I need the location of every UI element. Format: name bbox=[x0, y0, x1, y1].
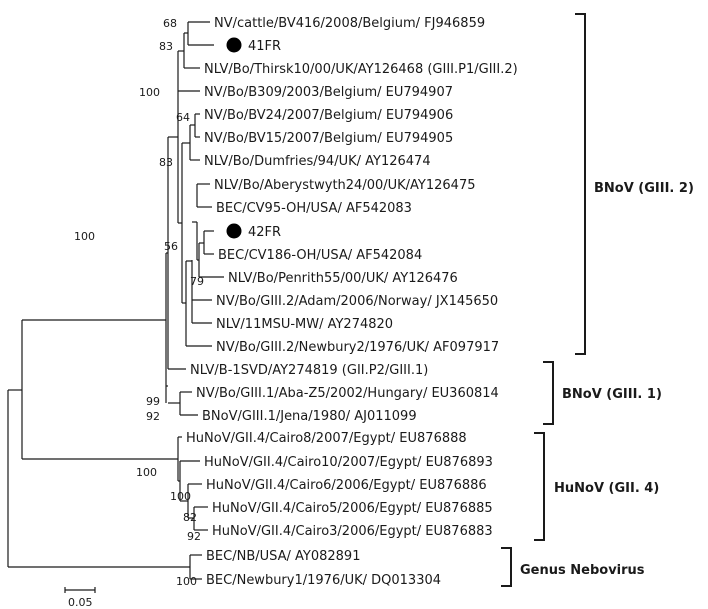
taxon-label: HuNoV/GII.4/Cairo8/2007/Egypt/ EU876888 bbox=[186, 431, 467, 446]
taxon-label: BEC/CV186-OH/USA/ AF542084 bbox=[218, 248, 422, 263]
taxon-label: HuNoV/GII.4/Cairo5/2006/Egypt/ EU876885 bbox=[212, 501, 493, 516]
sample-marker-icon bbox=[226, 37, 242, 53]
group-brackets: BNoV (GIII. 2) BNoV (GIII. 1) HuNoV (GII. … bbox=[501, 13, 694, 587]
bootstrap-labels: 68 83 100 64 83 56 79 100 99 92 100 100 82 92 100 bbox=[74, 17, 204, 588]
bootstrap-value: 83 bbox=[159, 40, 173, 53]
group-bracket bbox=[575, 13, 586, 355]
taxon-label: NLV/Bo/Thirsk10/00/UK/AY126468 (GIII.P1/… bbox=[204, 62, 518, 77]
taxon-label: HuNoV/GII.4/Cairo10/2007/Egypt/ EU876893 bbox=[204, 455, 493, 470]
taxon-label: 42FR bbox=[248, 225, 281, 240]
group-bracket bbox=[543, 361, 554, 425]
group-label: Genus Nebovirus bbox=[520, 563, 645, 578]
taxon-label: HuNoV/GII.4/Cairo3/2006/Egypt/ EU876883 bbox=[212, 524, 493, 539]
bootstrap-value: 64 bbox=[176, 111, 190, 124]
taxon-label: BEC/CV95-OH/USA/ AF542083 bbox=[216, 201, 412, 216]
sample-marker-icon bbox=[226, 223, 242, 239]
taxon-label: NV/Bo/GIII.2/Adam/2006/Norway/ JX145650 bbox=[216, 294, 498, 309]
bootstrap-value: 79 bbox=[190, 275, 204, 288]
bootstrap-value: 100 bbox=[74, 230, 95, 243]
bootstrap-value: 82 bbox=[183, 511, 197, 524]
taxon-label: BEC/Newbury1/1976/UK/ DQ013304 bbox=[206, 573, 441, 588]
group-bracket bbox=[534, 432, 545, 541]
bootstrap-value: 56 bbox=[164, 240, 178, 253]
taxon-label: NLV/B-1SVD/AY274819 (GII.P2/GIII.1) bbox=[190, 363, 428, 378]
taxon-labels: NV/cattle/BV416/2008/Belgium/ FJ946859 41… bbox=[186, 16, 518, 588]
taxon-label: NLV/Bo/Dumfries/94/UK/ AY126474 bbox=[204, 154, 431, 169]
taxon-label: NLV/Bo/Penrith55/00/UK/ AY126476 bbox=[228, 271, 458, 286]
bootstrap-value: 99 bbox=[146, 395, 160, 408]
bootstrap-value: 100 bbox=[139, 86, 160, 99]
scale-bar: 0.05 bbox=[64, 587, 96, 609]
taxon-label: NV/Bo/B309/2003/Belgium/ EU794907 bbox=[204, 85, 453, 100]
bootstrap-value: 92 bbox=[187, 530, 201, 543]
sample-markers bbox=[226, 37, 242, 239]
taxon-label: BEC/NB/USA/ AY082891 bbox=[206, 549, 360, 564]
taxon-label: NV/Bo/BV24/2007/Belgium/ EU794906 bbox=[204, 108, 453, 123]
bootstrap-value: 100 bbox=[176, 575, 197, 588]
scale-bar-line bbox=[64, 587, 96, 593]
group-bracket bbox=[501, 547, 512, 587]
tree-branches bbox=[7, 21, 224, 580]
bootstrap-value: 92 bbox=[146, 410, 160, 423]
taxon-label: NLV/Bo/Aberystwyth24/00/UK/AY126475 bbox=[214, 178, 476, 193]
group-label: BNoV (GIII. 2) bbox=[594, 181, 694, 196]
bootstrap-value: 100 bbox=[170, 490, 191, 503]
taxon-label: NV/Bo/GIII.1/Aba-Z5/2002/Hungary/ EU3608… bbox=[196, 386, 499, 401]
taxon-label: BNoV/GIII.1/Jena/1980/ AJ011099 bbox=[202, 409, 417, 424]
taxon-label: 41FR bbox=[248, 39, 281, 54]
taxon-label: NLV/11MSU-MW/ AY274820 bbox=[216, 317, 393, 332]
group-label: BNoV (GIII. 1) bbox=[562, 387, 662, 402]
bootstrap-value: 83 bbox=[159, 156, 173, 169]
group-label: HuNoV (GII. 4) bbox=[554, 481, 659, 496]
taxon-label: NV/Bo/GIII.2/Newbury2/1976/UK/ AF097917 bbox=[216, 340, 499, 355]
taxon-label: NV/Bo/BV15/2007/Belgium/ EU794905 bbox=[204, 131, 453, 146]
taxon-label: HuNoV/GII.4/Cairo6/2006/Egypt/ EU876886 bbox=[206, 478, 487, 493]
bootstrap-value: 68 bbox=[163, 17, 177, 30]
scale-bar-label: 0.05 bbox=[68, 596, 93, 609]
bootstrap-value: 100 bbox=[136, 466, 157, 479]
taxon-label: NV/cattle/BV416/2008/Belgium/ FJ946859 bbox=[214, 16, 485, 31]
